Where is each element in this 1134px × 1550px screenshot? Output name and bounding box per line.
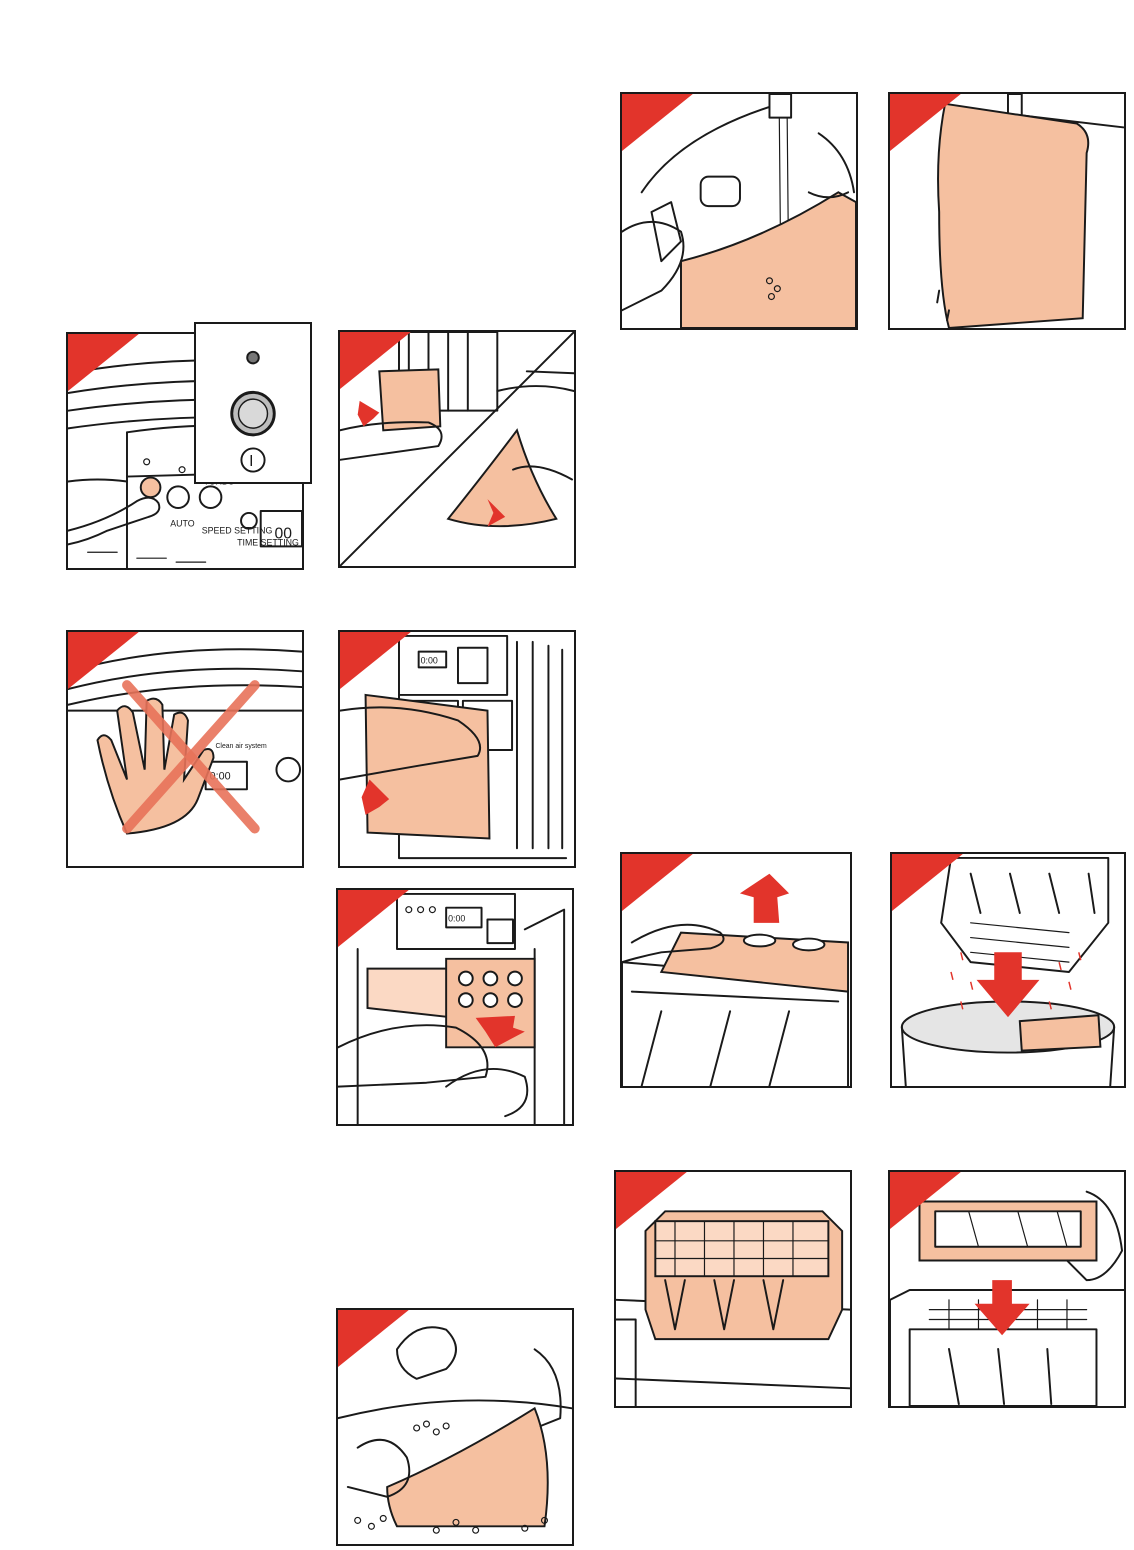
panel-holder-in-tray xyxy=(614,1170,852,1408)
lift-cover-illustration xyxy=(622,854,850,1086)
remove-filter-illustration: 0:00 xyxy=(340,632,574,866)
panel-shake-granules xyxy=(336,1308,574,1546)
power-button-detail: I xyxy=(196,324,310,482)
panel-remove-prefilter xyxy=(338,330,576,568)
rinse-filter-illustration xyxy=(622,94,856,328)
panel-remove-holder: 0:00 xyxy=(336,888,574,1126)
speed-label: SPEED SETTING xyxy=(202,526,273,536)
empty-granules-illustration xyxy=(892,854,1124,1086)
remove-prefilter-illustration xyxy=(340,332,574,566)
panel-replace-cover xyxy=(888,1170,1126,1408)
power-symbol: I xyxy=(249,453,253,470)
panel-remove-filter: 0:00 xyxy=(338,630,576,868)
panel-lift-cover xyxy=(620,852,852,1088)
remove-holder-illustration: 0:00 xyxy=(338,890,572,1124)
panel-empty-granules xyxy=(890,852,1126,1088)
panel-dry-filter xyxy=(888,92,1126,330)
display-readout: 0:00 xyxy=(448,913,465,923)
panel-rinse-filter xyxy=(620,92,858,330)
display-readout: 00 xyxy=(274,526,292,543)
shake-granules-illustration xyxy=(338,1310,572,1544)
auto-label: AUTO xyxy=(170,519,194,529)
dry-filter-illustration xyxy=(890,94,1124,328)
replace-cover-illustration xyxy=(890,1172,1124,1406)
display-readout: 0:00 xyxy=(421,655,438,665)
brand-label: Clean air system xyxy=(215,743,266,750)
no-touch-illustration: 0:00 Clean air system xyxy=(68,632,302,866)
holder-in-tray-illustration xyxy=(616,1172,850,1406)
power-button-inset: I xyxy=(194,322,312,484)
panel-warning-no-touch: 0:00 Clean air system xyxy=(66,630,304,868)
